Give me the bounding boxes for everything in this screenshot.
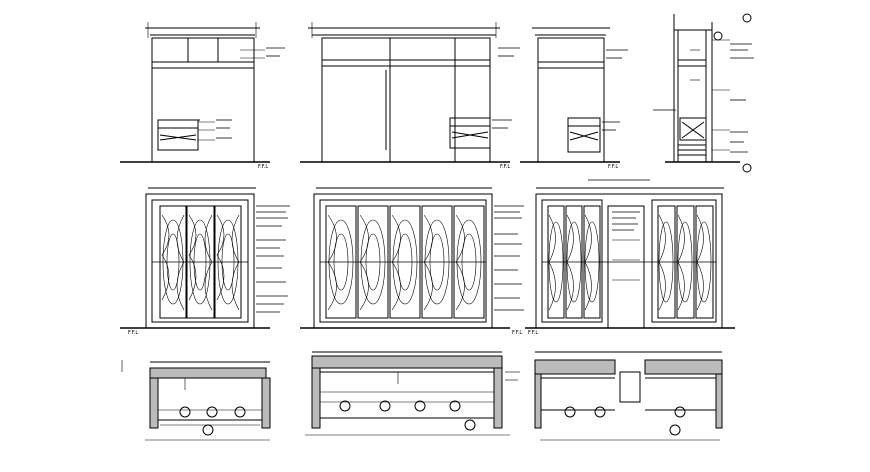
plan-2 [305,351,520,436]
wardrobe-5-door-labels [494,205,524,311]
elevation-3 [520,27,620,163]
elevation-1 [120,22,270,163]
elevation-3-ffl: F.F.L [608,164,618,170]
plan-1 [121,360,271,441]
plan-3 [534,351,723,441]
elevation-2-ffl: F.F.L [500,164,510,170]
wardrobe-3-door-labels [256,205,290,313]
elevation-2-labels [492,47,520,129]
elevation-1-ffl: F.F.L [258,164,268,170]
elevation-3-labels [602,49,628,131]
elevation-2 [300,22,510,163]
wardrobe-combined-labels [588,179,650,231]
section-side-labels [653,43,754,153]
wardrobe-combined [525,187,735,329]
section-side [665,13,752,173]
wardrobe-5-door-ffl: F.F.L [512,330,522,336]
wardrobe-combined-ffl: F.F.L [528,330,538,336]
wardrobe-5-door [300,187,510,329]
wardrobe-3-door [120,187,270,329]
wardrobe-3-door-ffl: F.F.L [128,330,138,336]
elevation-1-labels [216,47,285,139]
